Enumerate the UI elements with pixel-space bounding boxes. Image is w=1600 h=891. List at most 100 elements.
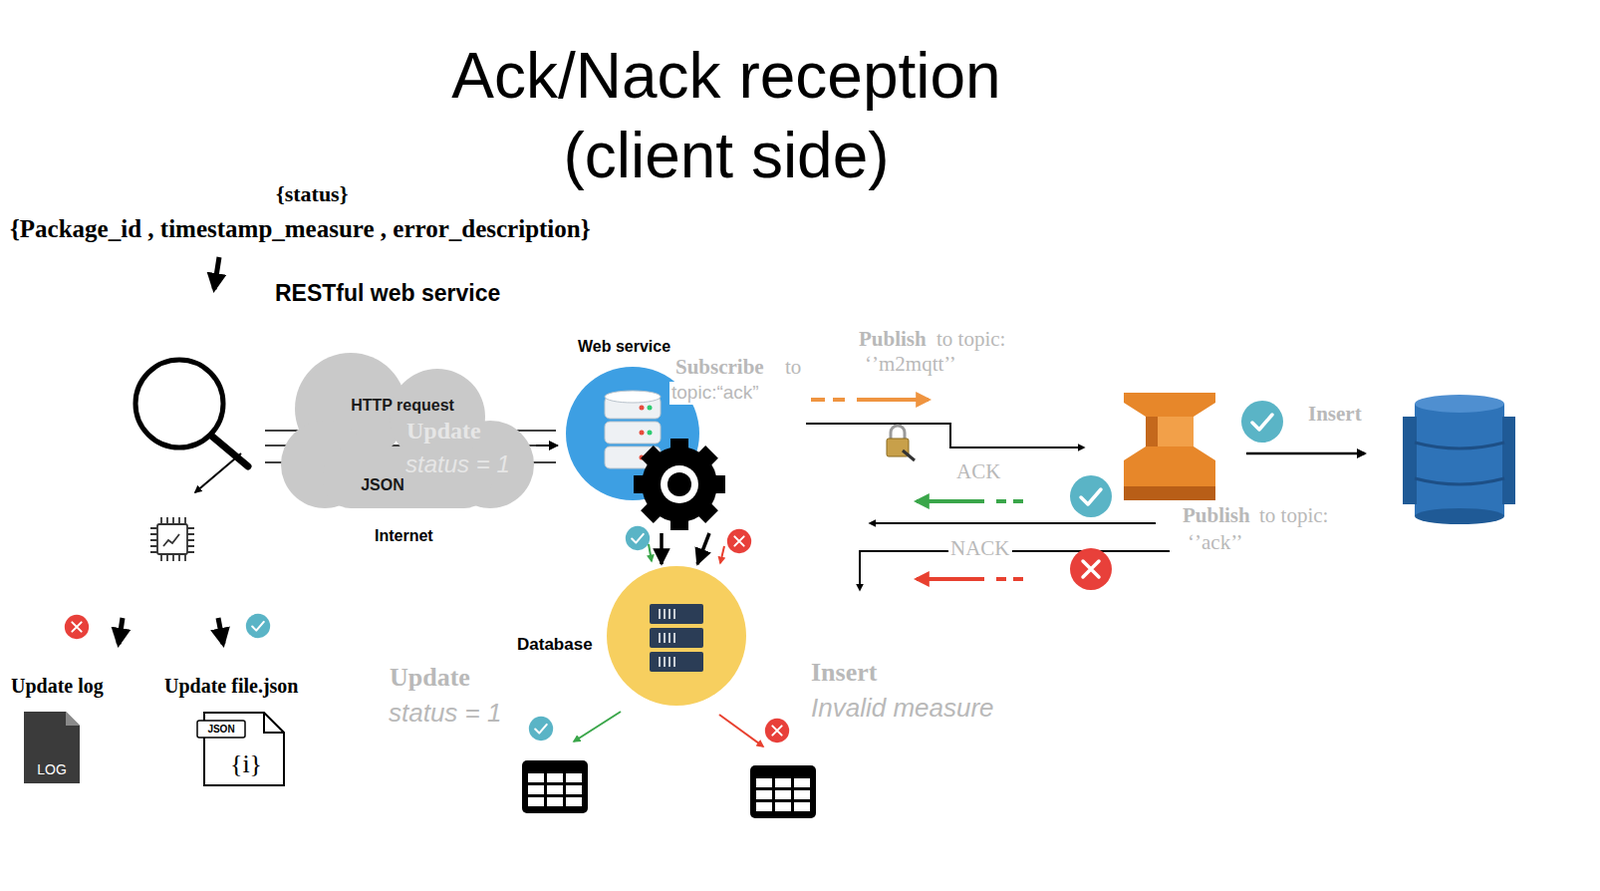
check-icon <box>625 526 650 550</box>
section-heading: RESTful web service <box>272 279 503 308</box>
nack-line <box>859 550 1170 590</box>
overlay-note: status = 1 <box>403 450 513 480</box>
check-icon <box>1069 475 1112 518</box>
action-note: status = 1 <box>386 697 504 729</box>
topic-note: ‘’ack’’ <box>1185 530 1246 555</box>
cross-icon <box>1082 560 1099 577</box>
database-icon <box>659 632 675 643</box>
topic-note: Publish <box>856 326 929 352</box>
check-icon <box>625 526 650 550</box>
log-file-icon <box>23 711 80 784</box>
database-icon <box>606 565 747 706</box>
ack-arrow <box>996 499 1024 504</box>
connector-arrow <box>535 444 558 447</box>
magnifier-icon <box>211 435 249 467</box>
padlock-icon <box>902 450 915 461</box>
topic-note: to topic: <box>934 326 1008 352</box>
connector-arrow <box>697 533 710 564</box>
dynamodb-icon <box>1414 442 1505 485</box>
table-icon <box>546 797 563 806</box>
table-icon <box>794 801 810 811</box>
connector-arrow <box>659 533 664 564</box>
table-icon <box>750 765 816 818</box>
dynamodb-icon <box>1402 416 1417 505</box>
log-file-node: Update logLOG <box>7 669 133 790</box>
chip-icon <box>150 517 195 561</box>
check-icon <box>1252 414 1273 430</box>
iot-broker-icon <box>1145 416 1158 447</box>
table-icon <box>775 790 792 800</box>
nack-arrow <box>916 578 1024 580</box>
table-icon <box>565 797 582 806</box>
down-arrow <box>118 617 123 644</box>
check-icon <box>534 724 547 734</box>
iot-broker-icon <box>1145 416 1194 447</box>
log-file-icon <box>65 711 80 726</box>
action-note: Update <box>387 661 473 693</box>
table-icon <box>775 801 792 811</box>
insert-arrow <box>1246 452 1365 456</box>
cross-icon <box>734 535 744 545</box>
cross-icon <box>772 725 782 735</box>
table-icon <box>528 773 582 806</box>
ack-arrow <box>916 499 985 504</box>
table-icon <box>775 778 792 788</box>
cloud-text: HTTP request <box>350 395 455 415</box>
table-icon <box>794 778 810 788</box>
iot-broker-icon <box>1123 392 1216 501</box>
dynamodb-icon <box>1402 394 1516 525</box>
cross-icon <box>1069 547 1112 590</box>
nack-arrow <box>996 576 1024 581</box>
cloud-text: JSON <box>360 475 405 495</box>
publish-line <box>805 423 1084 448</box>
overlay-note: Update <box>404 416 484 446</box>
down-arrow <box>218 617 224 644</box>
padlock-icon <box>886 425 915 461</box>
cross-icon <box>765 718 790 743</box>
database-icon <box>649 627 704 648</box>
network-label: Internet <box>372 526 436 545</box>
insert-invalid-arrow <box>719 714 764 747</box>
table-icon <box>794 790 810 800</box>
publish-arrow <box>856 397 929 402</box>
topic-note: to <box>783 354 803 380</box>
table-icon <box>528 797 544 806</box>
magnifier-icon <box>135 359 249 467</box>
check-icon <box>529 716 553 741</box>
iot-broker-icon <box>1123 486 1216 501</box>
web-service-icon <box>604 390 661 403</box>
web-service-icon <box>647 405 653 411</box>
ack-label: ACK <box>954 459 1003 485</box>
node-heading: Web service <box>577 336 671 356</box>
table-icon <box>756 801 773 811</box>
table-icon <box>756 790 773 800</box>
iot-broker-icon <box>1123 392 1216 417</box>
table-icon <box>522 760 588 813</box>
dynamodb-icon <box>1414 403 1505 517</box>
cross-icon <box>64 614 89 639</box>
web-service-icon <box>639 430 645 436</box>
data-format: {status} <box>273 181 350 208</box>
down-arrow <box>214 257 220 289</box>
chip-icon <box>157 524 188 554</box>
pointer-arrow <box>195 453 242 493</box>
file-type: JSON <box>207 723 235 736</box>
action-note: Insert <box>808 656 879 688</box>
cross-icon <box>64 614 89 639</box>
cross-icon <box>765 718 790 743</box>
file-symbol: {i} <box>230 748 263 780</box>
web-service-icon <box>667 472 692 497</box>
dynamodb-icon <box>1502 416 1516 505</box>
check-icon <box>1069 475 1112 518</box>
ack-small-arrow <box>648 543 652 561</box>
chip-icon <box>163 533 180 546</box>
ack-arrow <box>916 501 1024 503</box>
web-service-icon <box>639 405 645 411</box>
check-icon <box>1241 400 1284 443</box>
nack-small-arrow <box>720 545 725 563</box>
padlock-icon <box>890 425 905 439</box>
web-service-icon <box>604 421 661 444</box>
table-icon <box>756 778 773 788</box>
check-icon <box>246 613 270 638</box>
